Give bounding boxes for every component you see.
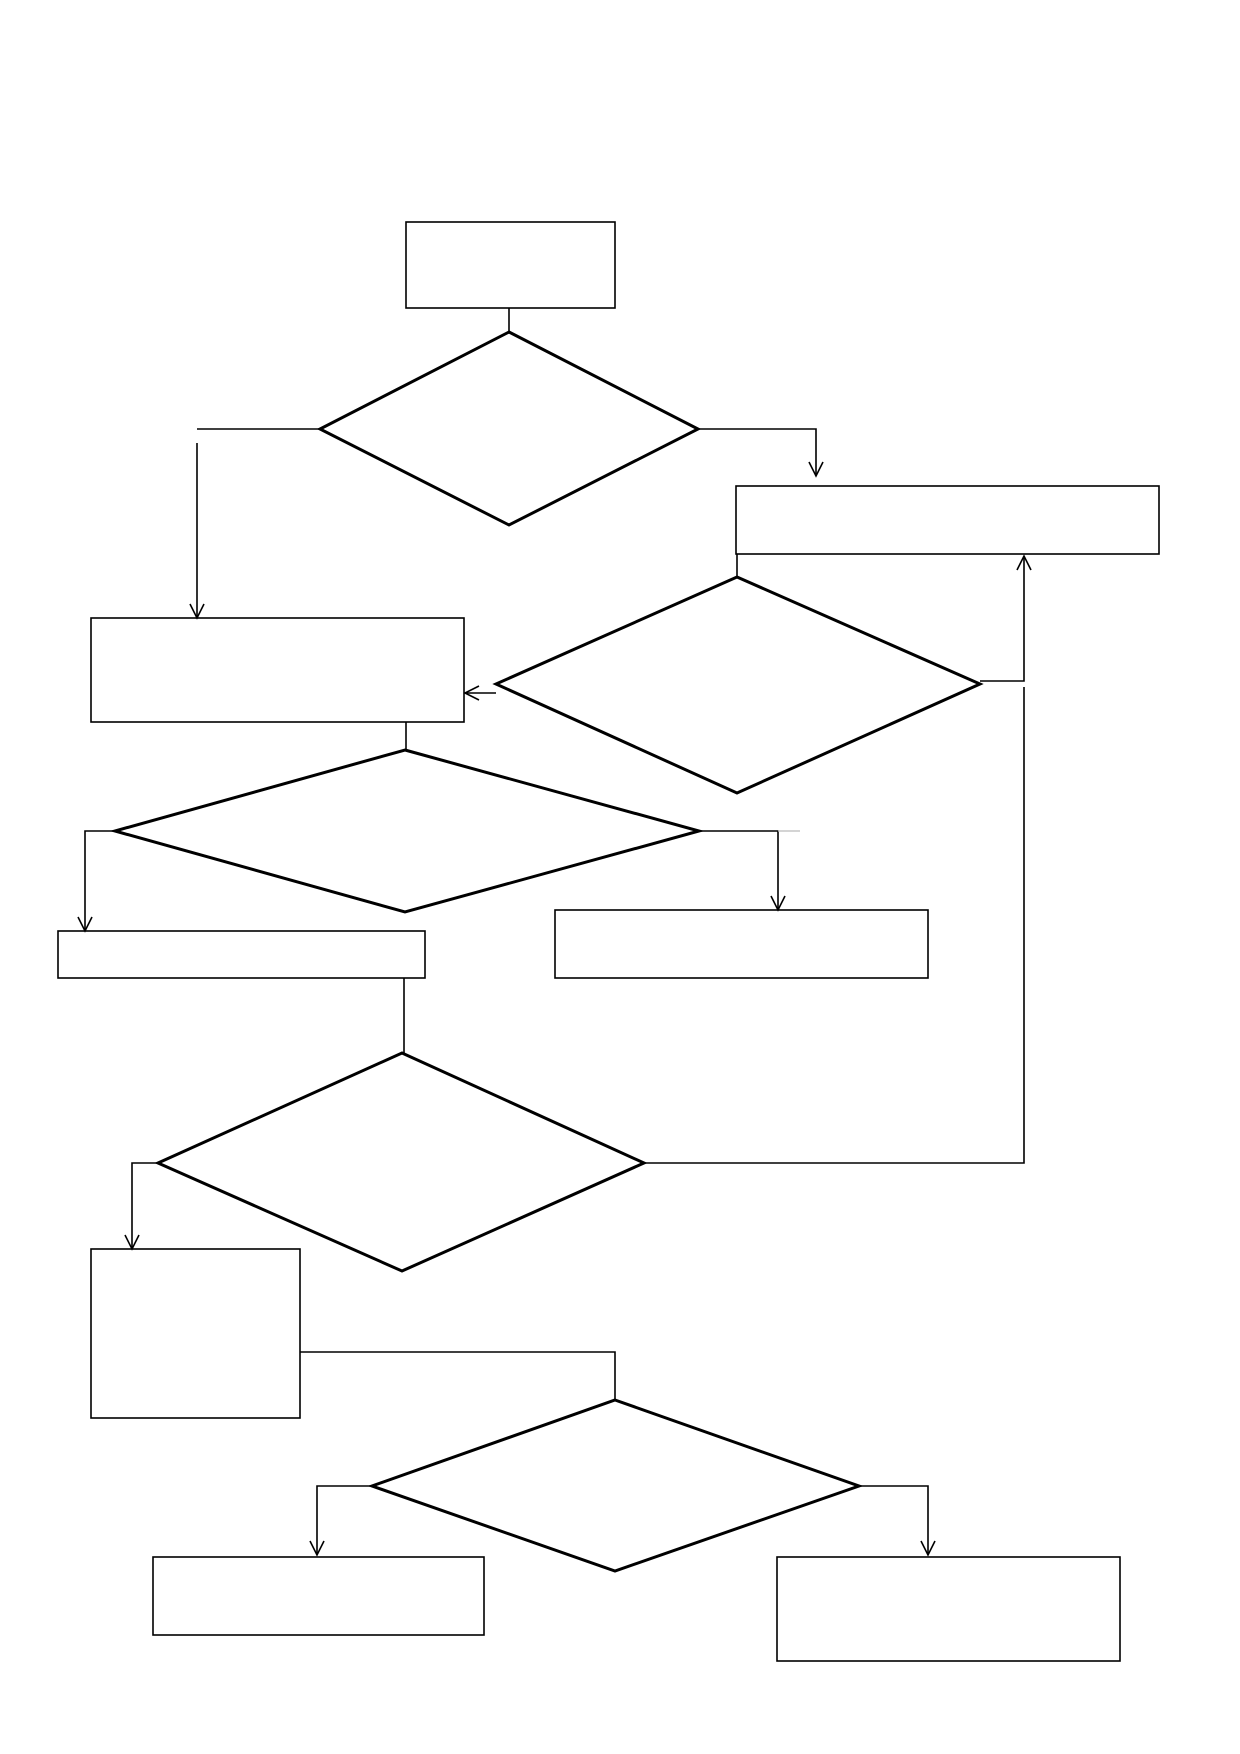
process-box-bottom-right <box>776 1556 1121 1662</box>
connector-decision-3-left <box>84 830 115 931</box>
process-box-start <box>405 221 616 309</box>
process-box-left-middle <box>57 930 426 979</box>
arrowhead-down-icon <box>808 461 824 478</box>
connector-left-lower-to-decision-5 <box>300 1351 616 1400</box>
process-box-bottom-left <box>152 1556 485 1636</box>
process-box-right-middle <box>554 909 929 979</box>
decision-diamond-2 <box>492 575 984 795</box>
connector-decision-4-left <box>131 1162 158 1249</box>
arrowhead-down-icon <box>309 1540 325 1557</box>
process-box-left-lower <box>90 1248 301 1419</box>
connector-decision-3-right <box>699 830 779 910</box>
arrowhead-left-icon <box>463 685 480 701</box>
decision-diamond-3 <box>109 748 705 914</box>
connector-decision-5-left <box>316 1485 372 1555</box>
arrowhead-up-icon <box>1016 554 1032 571</box>
arrowhead-down-icon <box>77 916 93 933</box>
arrowhead-down-icon <box>189 603 205 620</box>
decision-diamond-4 <box>154 1051 648 1273</box>
arrowhead-down-icon <box>770 895 786 912</box>
process-box-left-upper <box>90 617 465 723</box>
connector-decision-1-right <box>698 428 817 476</box>
decision-diamond-1 <box>316 330 702 527</box>
arrowhead-down-icon <box>920 1540 936 1557</box>
arrowhead-down-icon <box>124 1234 140 1251</box>
decision-diamond-5 <box>367 1398 864 1573</box>
process-box-right-upper <box>735 485 1160 555</box>
connector-decision-5-right <box>859 1485 929 1555</box>
connector-decision-2-right-loop <box>980 556 1025 682</box>
connector-decision-4-right-loop <box>644 687 1025 1164</box>
